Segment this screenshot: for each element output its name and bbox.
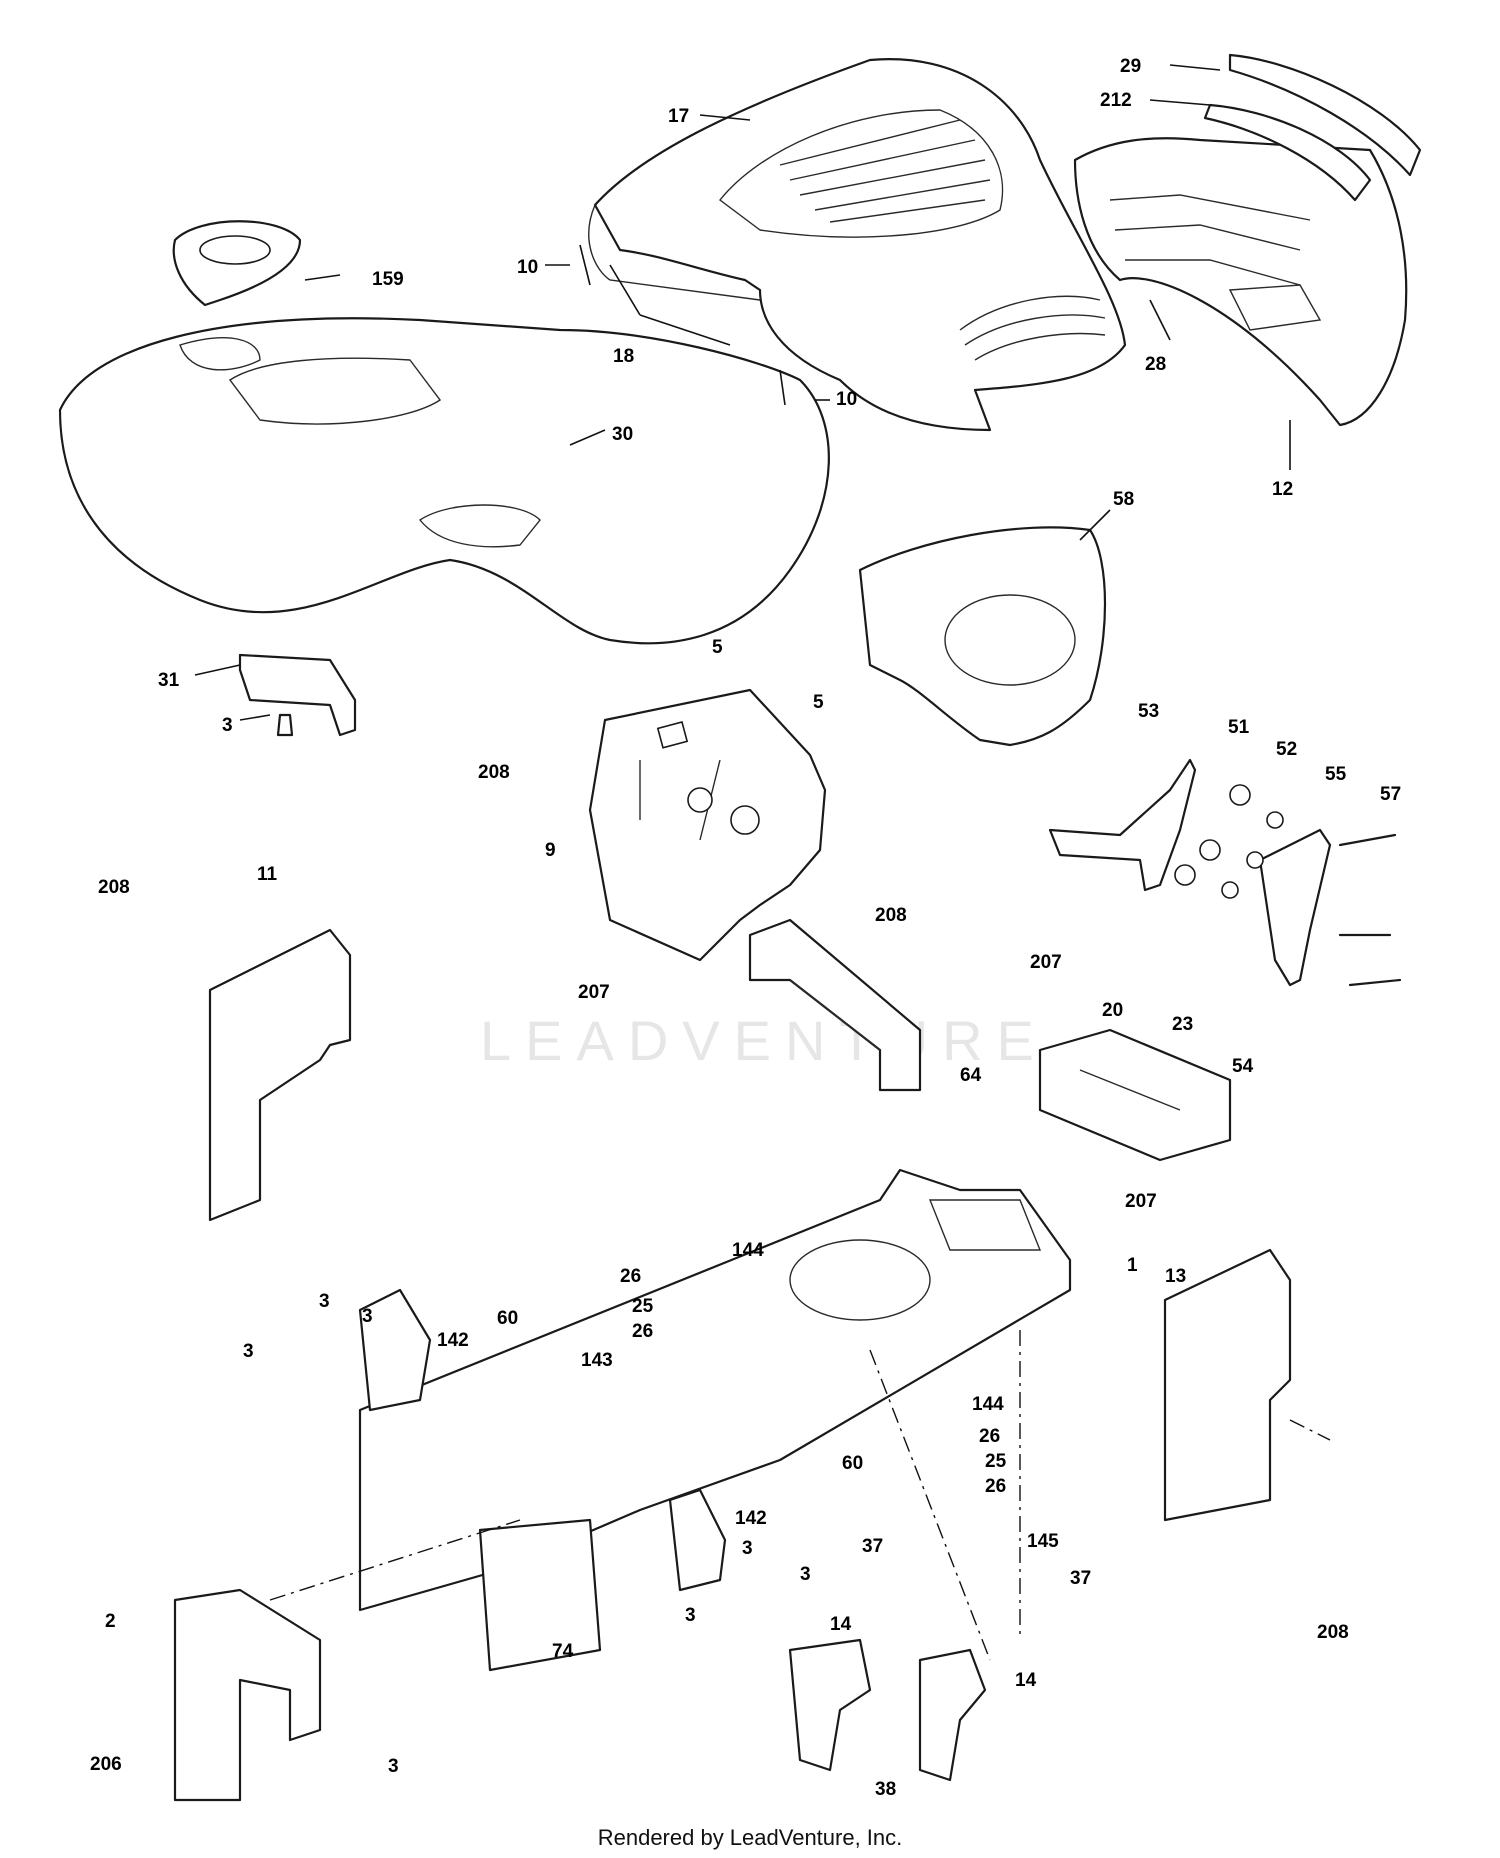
callout: 207 [1125, 1191, 1157, 1212]
leaders [194, 64, 1291, 721]
callout: 142 [735, 1508, 767, 1529]
callout: 5 [712, 637, 723, 658]
callout: 3 [319, 1291, 330, 1312]
callout: 207 [578, 982, 610, 1003]
bracket-55 [1258, 828, 1332, 987]
callout: 54 [1232, 1056, 1254, 1077]
callout: 208 [98, 877, 130, 898]
callout: 3 [243, 1341, 254, 1362]
nuts-51-52 [1174, 784, 1284, 899]
rear-bracket-142-left [358, 1288, 432, 1412]
callout: 28 [1145, 354, 1166, 375]
callout: 37 [1070, 1568, 1091, 1589]
callout: 18 [613, 346, 634, 367]
callout: 144 [972, 1394, 1004, 1415]
callout: 60 [842, 1453, 863, 1474]
callout: 2 [105, 1611, 116, 1632]
callout: 30 [612, 424, 633, 445]
callout: 12 [1272, 479, 1293, 500]
callout: 3 [800, 1564, 811, 1585]
callout: 25 [985, 1451, 1007, 1472]
callout: 143 [581, 1350, 613, 1371]
seat-pan-159 [172, 220, 302, 307]
callout: 37 [862, 1536, 883, 1557]
callout: 206 [90, 1754, 122, 1775]
callout: 13 [1165, 1266, 1186, 1287]
console-box-64 [748, 918, 922, 1092]
bracket-53 [1048, 758, 1197, 892]
callout: 208 [478, 762, 510, 783]
callout: 60 [497, 1308, 518, 1329]
fender-body-part [58, 317, 830, 645]
callout: 1 [1127, 1255, 1138, 1276]
dash-panel-9 [588, 688, 827, 962]
callout: 208 [875, 905, 907, 926]
vent-trim-part [1203, 53, 1422, 202]
callout: 14 [1015, 1670, 1037, 1691]
callout: 52 [1276, 739, 1297, 760]
callout: 26 [620, 1266, 641, 1287]
callout: 9 [545, 840, 556, 861]
bracket-31 [238, 653, 357, 737]
callout: 26 [632, 1321, 653, 1342]
callout: 10 [517, 257, 538, 278]
callout: 3 [685, 1605, 696, 1626]
callout: 11 [257, 864, 278, 885]
callout: 64 [960, 1065, 982, 1086]
side-panel-13 [1163, 1248, 1292, 1522]
callout: 14 [830, 1614, 852, 1635]
hitch-plate [478, 1518, 602, 1672]
screw-3-top [276, 713, 294, 737]
callout: 29 [1120, 56, 1141, 77]
callout: 17 [668, 106, 689, 127]
plate-20 [1038, 1028, 1232, 1162]
callout: 38 [875, 1779, 896, 1800]
frame-1 [358, 1168, 1072, 1612]
callout: 3 [362, 1306, 373, 1327]
grille-part [1073, 137, 1408, 427]
callout: 53 [1138, 701, 1159, 722]
callout: 159 [372, 269, 404, 290]
callout: 74 [552, 1641, 574, 1662]
callout: 51 [1228, 717, 1250, 738]
callout: 55 [1325, 764, 1347, 785]
callout: 3 [742, 1538, 753, 1559]
callout: 26 [979, 1426, 1000, 1447]
callout: 144 [732, 1240, 764, 1261]
callout: 26 [985, 1476, 1006, 1497]
callout: 10 [836, 389, 857, 410]
rear-bracket-142-right [668, 1488, 727, 1592]
hood-part [588, 58, 1127, 432]
callout: 25 [632, 1296, 654, 1317]
rear-plate-2 [173, 1588, 322, 1802]
callout: 58 [1113, 489, 1134, 510]
callout: 207 [1030, 952, 1062, 973]
bolts-57 [1338, 833, 1402, 987]
callout: 57 [1380, 784, 1401, 805]
callout: 212 [1100, 90, 1132, 111]
shroud-58 [858, 526, 1107, 747]
brackets-38 [788, 1638, 987, 1782]
callout: 31 [158, 670, 180, 691]
callout: 5 [813, 692, 824, 713]
callout: 142 [437, 1330, 469, 1351]
callout: 3 [222, 715, 233, 736]
watermark: LEADVENTURE [480, 1009, 1048, 1072]
callout: 23 [1172, 1014, 1193, 1035]
callout: 3 [388, 1756, 399, 1777]
callout-labels: 29 212 17 159 10 18 28 10 30 12 58 5 31 … [90, 56, 1401, 1800]
callout: 208 [1317, 1622, 1349, 1643]
side-panel-11 [208, 928, 352, 1222]
footer-credit: Rendered by LeadVenture, Inc. [598, 1825, 903, 1850]
callout: 145 [1027, 1531, 1059, 1552]
callout: 20 [1102, 1000, 1123, 1021]
